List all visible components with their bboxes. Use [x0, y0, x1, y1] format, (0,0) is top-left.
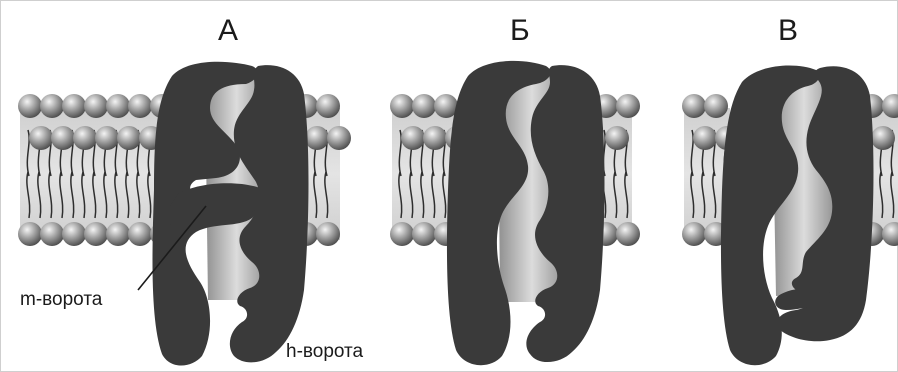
h-gate-label: h-ворота — [286, 342, 363, 361]
lipid-head — [327, 126, 351, 150]
lipid-head — [62, 94, 86, 118]
lipid-head — [40, 222, 64, 246]
lipid-head — [18, 94, 42, 118]
lipid-head — [401, 126, 425, 150]
lipid-head — [106, 94, 130, 118]
lipid-head — [73, 126, 97, 150]
lipid-head — [316, 94, 340, 118]
lipid-head — [95, 126, 119, 150]
lipid-head — [84, 94, 108, 118]
channel-a — [152, 62, 308, 366]
lipid-head — [390, 222, 414, 246]
lipid-head — [316, 222, 340, 246]
lipid-head — [616, 94, 640, 118]
lipid-head — [40, 94, 64, 118]
lipid-head — [605, 126, 629, 150]
lipid-head — [682, 94, 706, 118]
lipid-head — [51, 126, 75, 150]
panel-label-b: Б — [510, 16, 530, 46]
panel-label-a: А — [218, 16, 238, 46]
channel-c — [721, 66, 874, 366]
m-gate-label: m-ворота — [20, 290, 102, 309]
lipid-head — [412, 94, 436, 118]
lipid-head — [106, 222, 130, 246]
panel-label-c: В — [778, 16, 798, 46]
lipid-head — [128, 94, 152, 118]
lipid-head — [423, 126, 447, 150]
lipid-head — [390, 94, 414, 118]
lipid-head — [693, 126, 717, 150]
lipid-head — [117, 126, 141, 150]
lipid-head — [305, 126, 329, 150]
lipid-head — [128, 222, 152, 246]
lipid-head — [18, 222, 42, 246]
lipid-head — [682, 222, 706, 246]
lipid-head — [616, 222, 640, 246]
lipid-head — [29, 126, 53, 150]
lipid-head — [84, 222, 108, 246]
channel-b — [447, 61, 605, 365]
lipid-head — [704, 94, 728, 118]
lipid-head — [871, 126, 895, 150]
lipid-head — [412, 222, 436, 246]
lipid-head — [62, 222, 86, 246]
